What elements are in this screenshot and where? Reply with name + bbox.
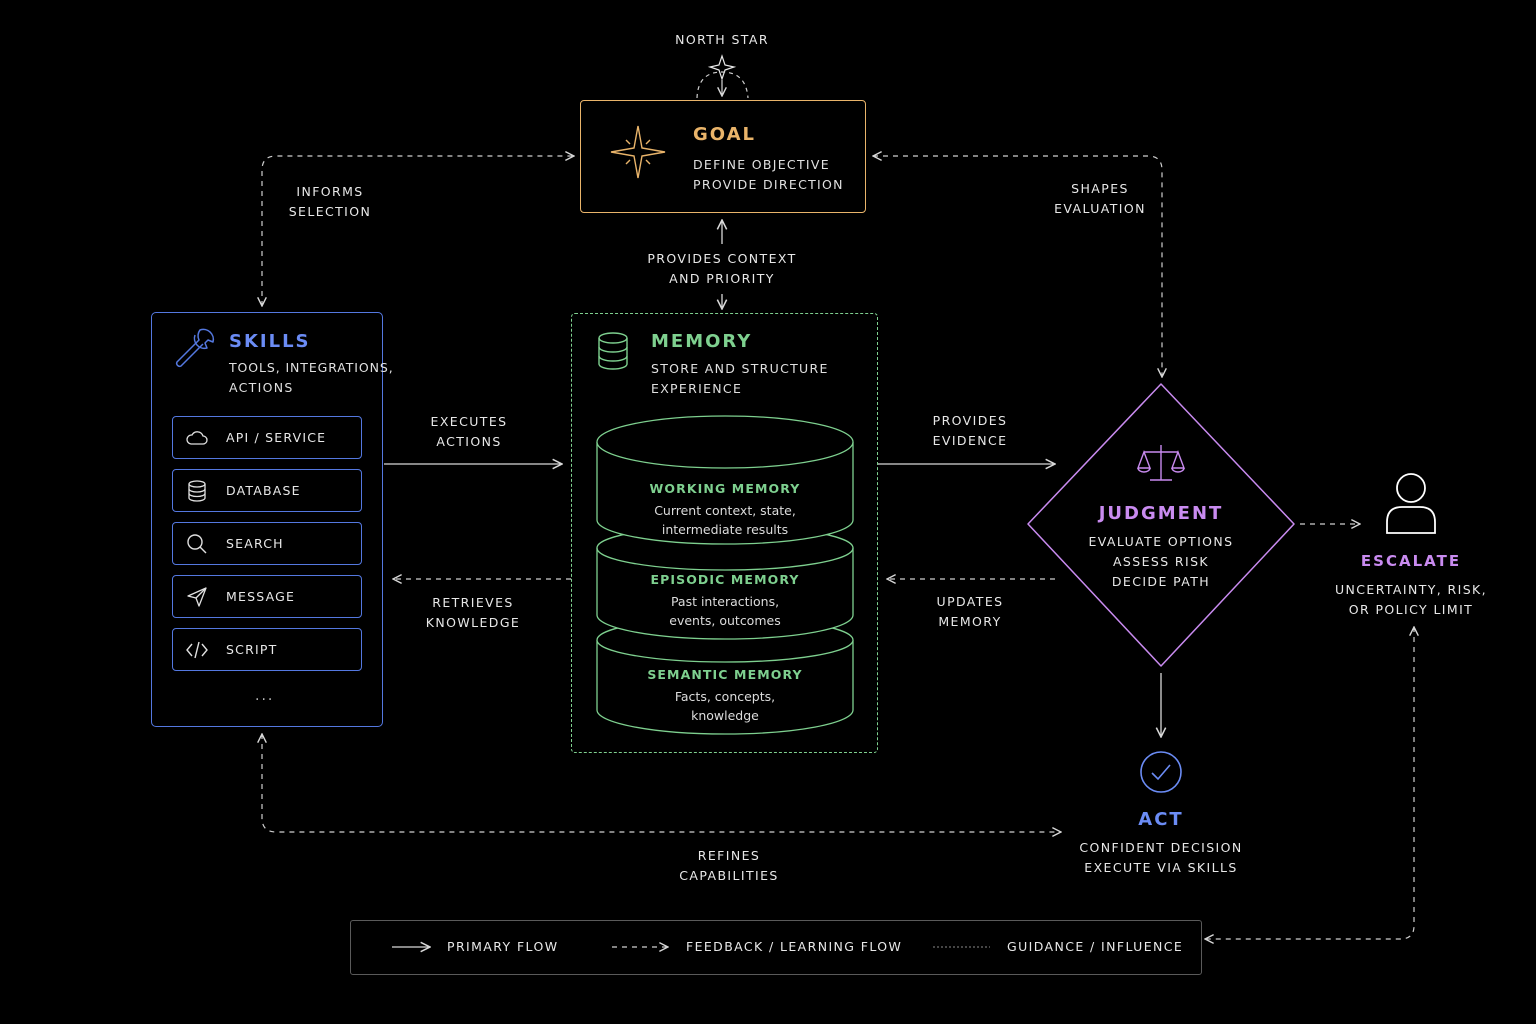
refines-label-1: REFINES <box>697 848 761 863</box>
semantic-memory-desc1: Facts, concepts, <box>674 689 776 704</box>
provides-context-label-2: AND PRIORITY <box>669 271 775 286</box>
wrench-icon <box>175 328 215 368</box>
judgment-diamond <box>1027 383 1295 667</box>
skill-label: SCRIPT <box>226 642 278 657</box>
cloud-icon <box>186 431 208 445</box>
act-line2: EXECUTE VIA SKILLS <box>1084 860 1238 875</box>
updates-label-1: UPDATES <box>936 594 1004 609</box>
edge-escalate-loop <box>1205 627 1414 939</box>
skill-label: SEARCH <box>226 536 284 551</box>
legend-primary-label: PRIMARY FLOW <box>447 939 559 954</box>
skills-more: ... <box>255 688 275 704</box>
skill-label: API / SERVICE <box>226 430 327 445</box>
skill-message[interactable]: MESSAGE <box>172 575 362 618</box>
episodic-memory-desc2: events, outcomes <box>669 613 781 628</box>
memory-database-icon <box>598 332 628 370</box>
semantic-memory-desc2: knowledge <box>691 708 759 723</box>
retrieves-label-2: KNOWLEDGE <box>425 615 521 630</box>
memory-line2: EXPERIENCE <box>651 381 743 396</box>
goal-box <box>580 100 866 213</box>
goal-title: GOAL <box>693 124 756 145</box>
skills-title: SKILLS <box>229 331 311 352</box>
goal-star-icon <box>610 125 666 179</box>
judgment-line1: EVALUATE OPTIONS <box>1088 534 1234 549</box>
shapes-label-1: SHAPES <box>1071 181 1129 196</box>
skill-database[interactable]: DATABASE <box>172 469 362 512</box>
memory-cylinder <box>596 415 854 735</box>
person-icon <box>1386 473 1436 534</box>
memory-box <box>571 313 878 753</box>
judgment-title: JUDGMENT <box>1098 503 1224 524</box>
executes-label-1: EXECUTES <box>430 414 508 429</box>
judgment-line2: ASSESS RISK <box>1112 554 1210 569</box>
working-memory-desc1: Current context, state, <box>654 503 796 518</box>
send-icon <box>187 587 207 607</box>
legend-box <box>350 920 1202 975</box>
code-icon <box>186 641 208 659</box>
act-title: ACT <box>1138 809 1184 830</box>
goal-line2: PROVIDE DIRECTION <box>693 177 844 192</box>
informs-label-1: INFORMS <box>296 184 364 199</box>
skill-api-service[interactable]: API / SERVICE <box>172 416 362 459</box>
shapes-label-2: EVALUATION <box>1054 201 1146 216</box>
north-star-icon <box>707 54 737 81</box>
updates-label-2: MEMORY <box>938 614 1002 629</box>
evidence-label-2: EVIDENCE <box>932 433 1008 448</box>
informs-label-2: SELECTION <box>288 204 372 219</box>
north-star-arc <box>696 71 749 99</box>
episodic-memory-desc1: Past interactions, <box>670 594 780 609</box>
working-memory-desc2: intermediate results <box>661 522 789 537</box>
edge-informs-selection <box>262 156 574 306</box>
skills-line1: TOOLS, INTEGRATIONS, <box>229 360 394 375</box>
skills-line2: ACTIONS <box>229 380 294 395</box>
evidence-label-1: PROVIDES <box>932 413 1008 428</box>
retrieves-label-1: RETRIEVES <box>432 595 514 610</box>
goal-line1: DEFINE OBJECTIVE <box>693 157 830 172</box>
memory-title: MEMORY <box>651 331 753 352</box>
semantic-memory-title: SEMANTIC MEMORY <box>647 667 803 682</box>
skill-label: DATABASE <box>226 483 301 498</box>
database-icon <box>188 480 206 502</box>
north-star-label: NORTH STAR <box>675 32 769 47</box>
check-circle-icon <box>1140 751 1182 793</box>
skill-script[interactable]: SCRIPT <box>172 628 362 671</box>
working-memory-title: WORKING MEMORY <box>649 481 801 496</box>
skills-box <box>151 312 383 727</box>
act-line1: CONFIDENT DECISION <box>1079 840 1243 855</box>
escalate-title: ESCALATE <box>1360 552 1462 570</box>
legend-guidance-label: GUIDANCE / INFLUENCE <box>1007 939 1184 954</box>
escalate-line2: OR POLICY LIMIT <box>1348 602 1474 617</box>
edge-refines-capabilities <box>262 734 1061 832</box>
episodic-memory-title: EPISODIC MEMORY <box>650 572 800 587</box>
memory-line1: STORE AND STRUCTURE <box>651 361 829 376</box>
search-icon <box>187 534 207 554</box>
legend-feedback-label: FEEDBACK / LEARNING FLOW <box>686 939 903 954</box>
escalate-line1: UNCERTAINTY, RISK, <box>1334 582 1488 597</box>
skill-label: MESSAGE <box>226 589 296 604</box>
judgment-line3: DECIDE PATH <box>1111 574 1211 589</box>
scales-icon <box>1136 445 1186 481</box>
skill-search[interactable]: SEARCH <box>172 522 362 565</box>
refines-label-2: CAPABILITIES <box>679 868 779 883</box>
provides-context-label-1: PROVIDES CONTEXT <box>647 251 797 266</box>
executes-label-2: ACTIONS <box>436 434 502 449</box>
